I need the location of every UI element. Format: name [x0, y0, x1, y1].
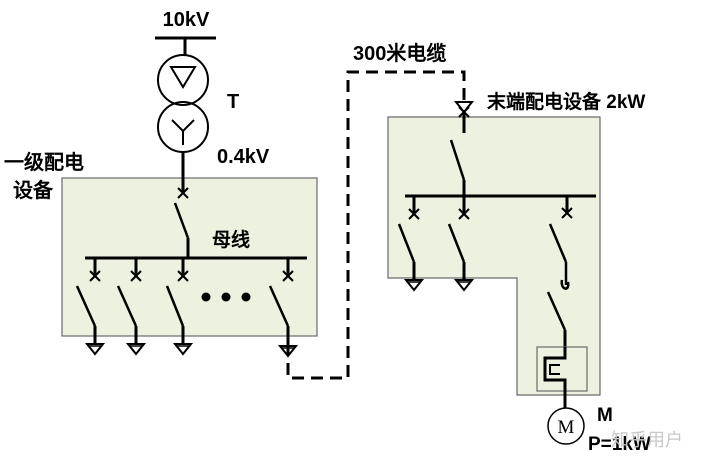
motor-label: M [597, 405, 613, 426]
terminal-incoming-arrow [453, 101, 475, 114]
transformer-primary-winding [157, 54, 209, 106]
load-triangle-icon [84, 343, 106, 356]
terminal-panel-label: 末端配电设备 2kW [487, 90, 645, 113]
primary-feeder-1 [75, 258, 106, 356]
motor-branch-hook [560, 262, 570, 290]
breaker-x-icon [89, 270, 101, 282]
primary-feeder-2 [116, 258, 147, 356]
cable-300m [286, 70, 466, 380]
load-triangle-icon [172, 343, 194, 356]
breaker-x-icon [177, 270, 189, 282]
breaker-x-icon [282, 270, 294, 282]
busbar-label: 母线 [212, 228, 250, 251]
motor-branch-blade [548, 223, 568, 263]
breaker-x-icon [130, 270, 142, 282]
terminal-feeder-2 [447, 196, 475, 292]
transformer-label: T [227, 91, 239, 113]
breaker-x-icon [408, 208, 420, 220]
voltage-lv-label: 0.4kV [217, 146, 270, 168]
load-triangle-icon [403, 279, 425, 292]
terminal-distribution-panel [387, 116, 601, 396]
motor-power-label: P=1kW [588, 434, 651, 455]
load-triangle-icon [125, 343, 147, 356]
voltage-hv-label: 10kV [163, 9, 210, 31]
terminal-feeder-2-blade [447, 223, 466, 263]
primary-panel-label: 一级配电 [4, 150, 84, 174]
motor-switch-blade [546, 291, 567, 331]
primary-feeder-3-blade [165, 285, 185, 327]
watermark: 知乎用户 [611, 430, 683, 450]
terminal-feeder-1 [397, 196, 425, 292]
thermal-relay-inner [549, 364, 560, 375]
motor-symbol: M [558, 417, 575, 438]
terminal-feeder-1-blade [397, 223, 416, 263]
primary-feeder-1-blade [75, 285, 97, 327]
primary-feeder-4 [268, 258, 299, 358]
primary-feeder-2-blade [116, 285, 138, 327]
primary-feeder-4-blade [268, 285, 290, 327]
primary-panel-label-2: 设备 [13, 178, 54, 202]
terminal-main-switch-blade [449, 139, 466, 181]
wye-icon [171, 119, 195, 145]
motor-icon [547, 407, 585, 445]
lv-breaker-x-icon [177, 187, 189, 199]
delta-icon [169, 66, 197, 89]
breaker-x-icon [458, 208, 470, 220]
thermal-relay-icon [543, 347, 567, 391]
thermal-relay-box [536, 346, 588, 392]
cable-label: 300米电缆 [353, 41, 446, 65]
ellipsis-dots [201, 292, 251, 302]
main-switch-blade [173, 202, 190, 239]
motor-branch-x-icon [561, 207, 573, 219]
load-triangle-icon [453, 279, 475, 292]
primary-feeder-3 [165, 258, 194, 356]
